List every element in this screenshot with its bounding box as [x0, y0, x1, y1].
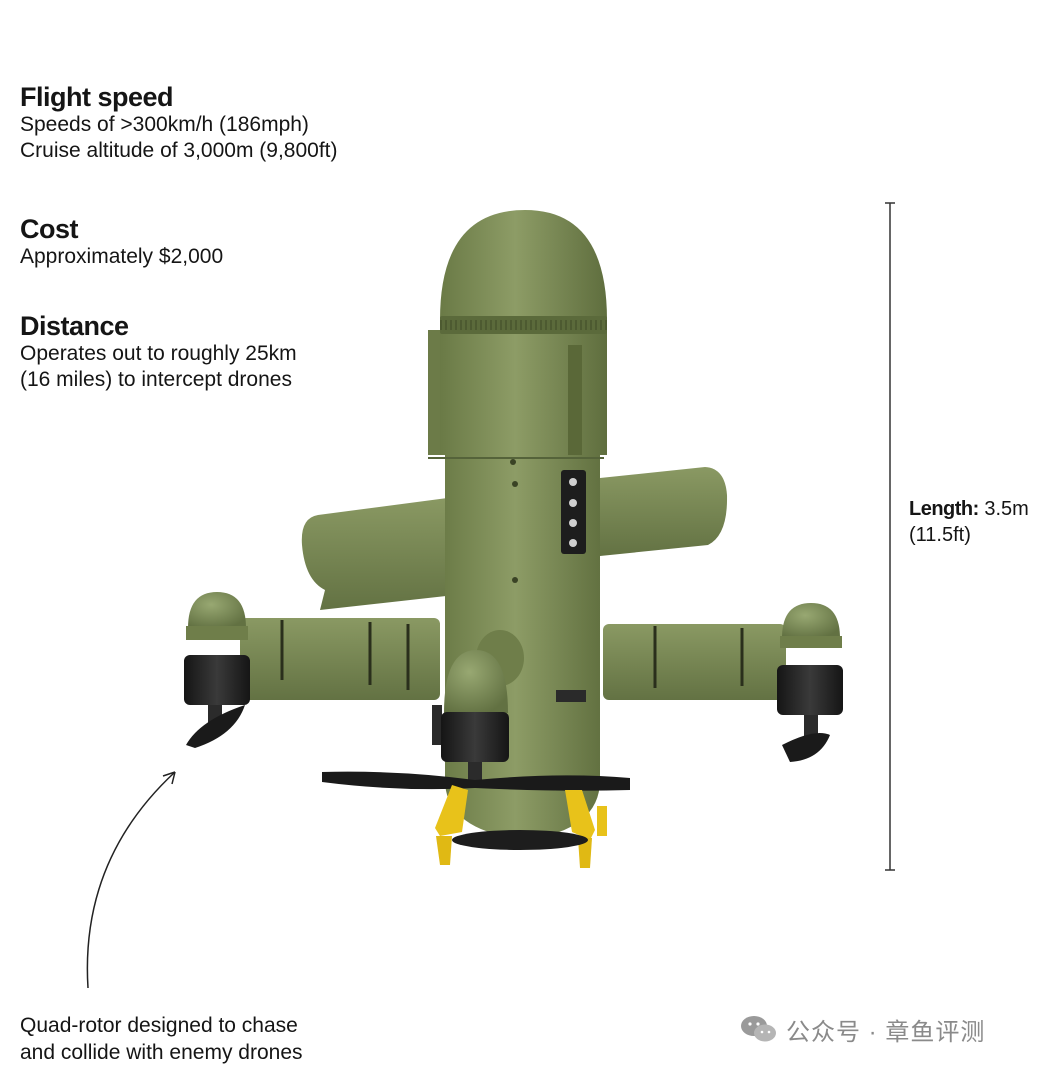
caption-line-1: Quad-rotor designed to chase [20, 1014, 298, 1037]
flight-speed-line-2: Cruise altitude of 3,000m (9,800ft) [20, 139, 338, 162]
length-title: Length: [909, 498, 979, 520]
right-motor [777, 603, 843, 762]
cost-line-1: Approximately $2,000 [20, 245, 224, 268]
cost-section: Cost Approximately $2,000 [20, 214, 223, 270]
distance-line-1: Operates out to roughly 25km [20, 342, 297, 365]
drone-caption: Quad-rotor designed to chase and collide… [20, 1012, 303, 1066]
landing-gear [435, 785, 607, 868]
length-value-imperial: (11.5ft) [909, 524, 971, 546]
flight-speed-line-1: Speeds of >300km/h (186mph) [20, 113, 309, 136]
flight-speed-section: Flight speed Speeds of >300km/h (186mph)… [20, 82, 338, 164]
front-motor [322, 650, 630, 791]
left-fin [301, 497, 455, 610]
left-arm [240, 618, 440, 700]
right-arm [603, 624, 786, 700]
left-motor [184, 592, 250, 748]
watermark-text: 公众号 · 章鱼评测 [786, 1018, 986, 1046]
distance-line-2: (16 miles) to intercept drones [20, 368, 292, 391]
length-value: 3.5m [978, 498, 1029, 520]
caption-line-2: and collide with enemy drones [20, 1041, 303, 1064]
length-label: Length: 3.5m (11.5ft) [909, 496, 1029, 548]
distance-heading: Distance [20, 311, 129, 341]
wechat-icon [741, 1016, 776, 1042]
distance-section: Distance Operates out to roughly 25km (1… [20, 311, 297, 393]
cost-heading: Cost [20, 214, 79, 244]
right-fin [600, 467, 728, 556]
watermark: 公众号 · 章鱼评测 [740, 1012, 985, 1046]
flight-speed-heading: Flight speed [20, 82, 174, 112]
